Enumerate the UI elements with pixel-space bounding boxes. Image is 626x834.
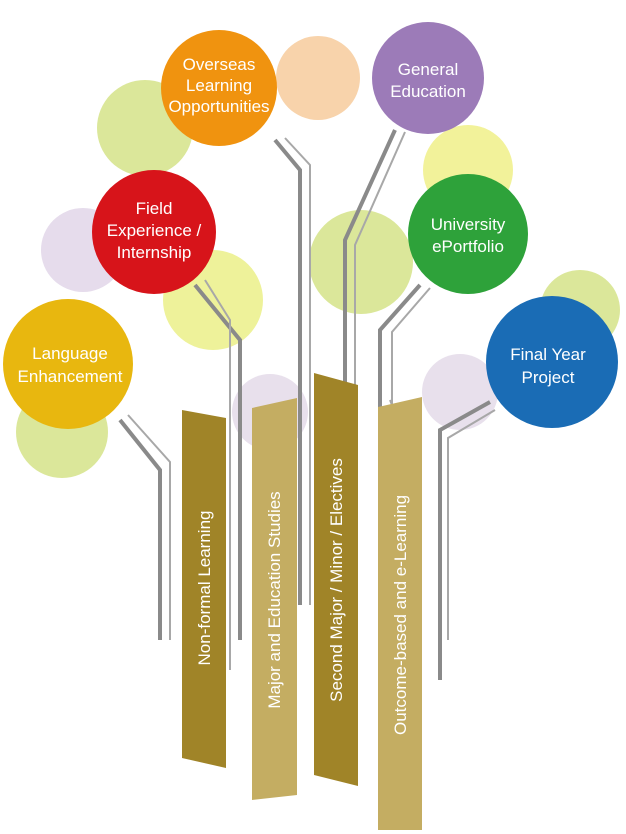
circle-label: Learning: [186, 76, 252, 95]
circle-label: Experience /: [107, 221, 202, 240]
banner-non-formal-learning: Non-formal Learning: [182, 410, 226, 768]
banner-label: Non-formal Learning: [195, 511, 214, 666]
circle-label: University: [431, 215, 506, 234]
circle-label: ePortfolio: [432, 237, 504, 256]
circle-language-enhancement: Language Enhancement: [3, 299, 133, 429]
circle-overseas-learning: Overseas Learning Opportunities: [161, 30, 277, 146]
deco-circle: [276, 36, 360, 120]
circle-label: Overseas: [183, 55, 256, 74]
banner-label: Outcome-based and e-Learning: [391, 495, 410, 735]
circle-final-year-project: Final Year Project: [486, 296, 618, 428]
circle-label: Enhancement: [18, 367, 123, 386]
circle-general-education: General Education: [372, 22, 484, 134]
circle-field-experience: Field Experience / Internship: [92, 170, 216, 294]
banner-major-education-studies: Major and Education Studies: [252, 398, 297, 800]
circle-label: Education: [390, 82, 466, 101]
circle-label: Final Year: [510, 345, 586, 364]
deco-circle: [309, 210, 413, 314]
banner-label: Major and Education Studies: [265, 491, 284, 708]
circle-label: Opportunities: [168, 97, 269, 116]
circle-label: Project: [522, 368, 575, 387]
deco-circle: [422, 354, 498, 430]
circle-university-eportfolio: University ePortfolio: [408, 174, 528, 294]
circle-label: General: [398, 60, 458, 79]
circle-label: Language: [32, 344, 108, 363]
banner-second-major: Second Major / Minor / Electives: [314, 373, 358, 786]
banner-label: Second Major / Minor / Electives: [327, 458, 346, 702]
banner-outcome-based: Outcome-based and e-Learning: [378, 397, 422, 830]
circle-label: Field: [136, 199, 173, 218]
circle-label: Internship: [117, 243, 192, 262]
